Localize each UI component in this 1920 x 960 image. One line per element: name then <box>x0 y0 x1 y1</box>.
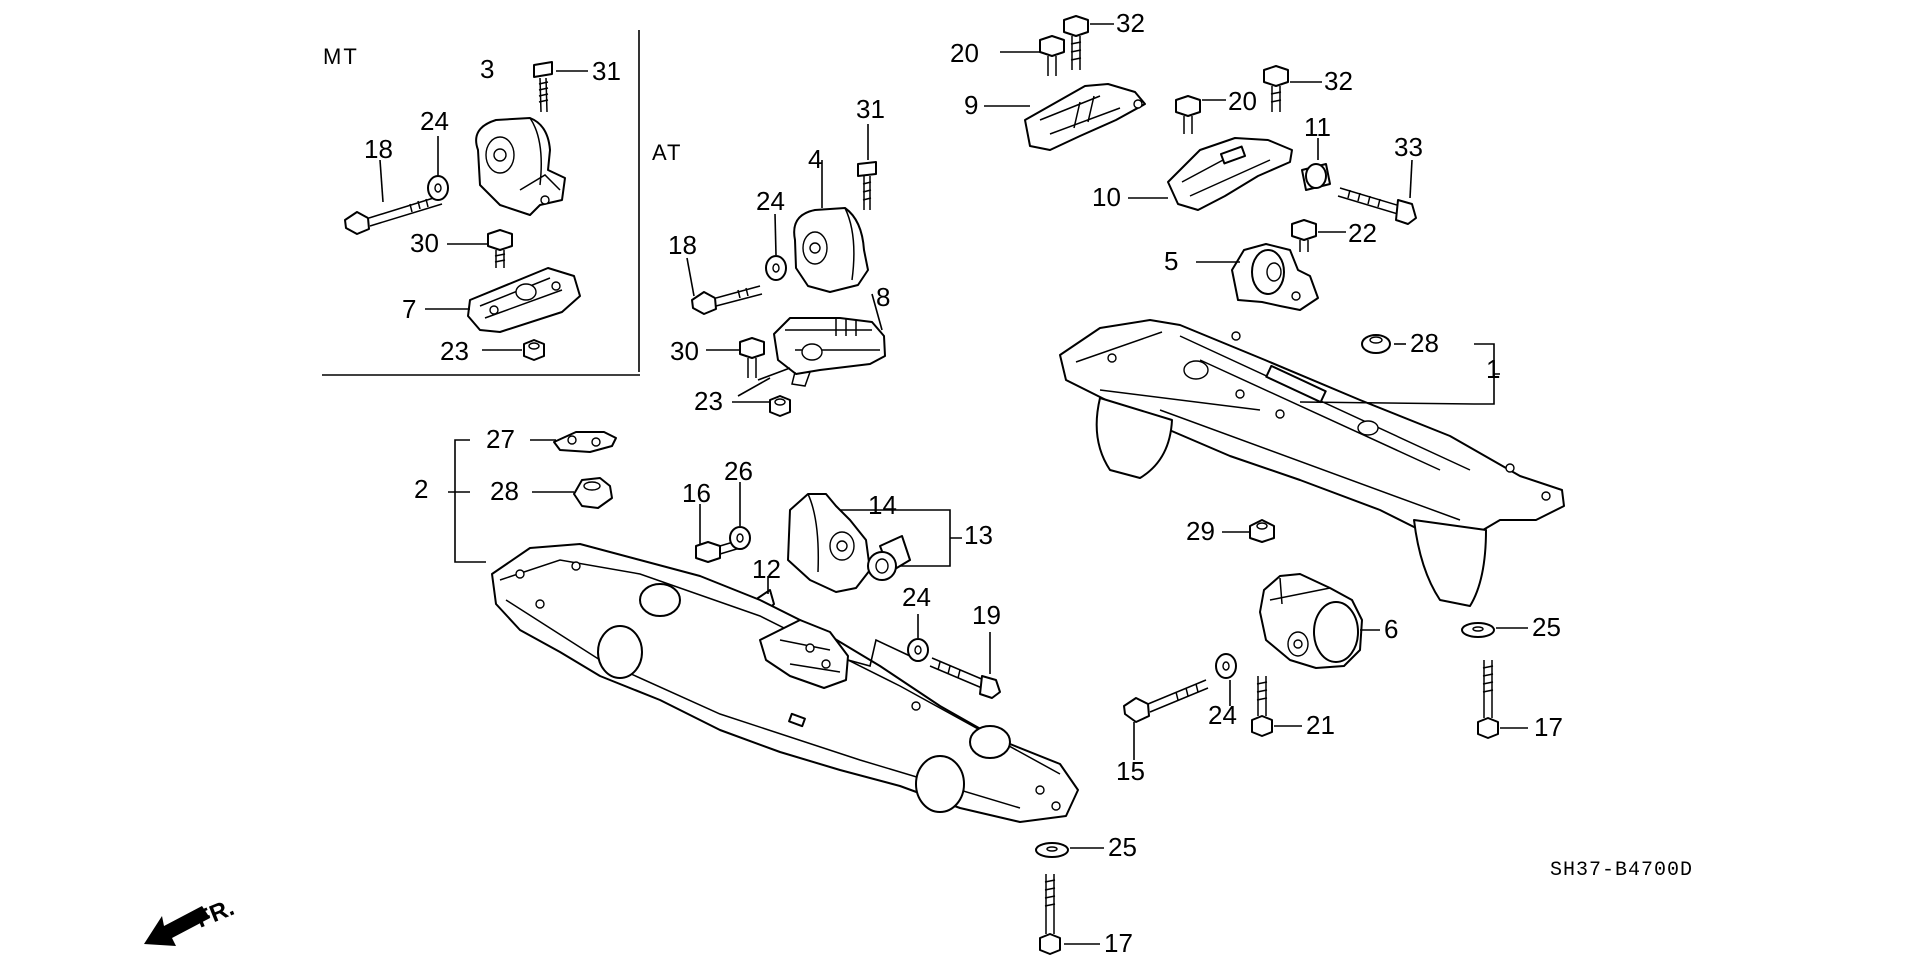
callout-11: 11 <box>1304 112 1331 142</box>
callout-26: 26 <box>724 456 753 486</box>
callout-27: 27 <box>486 424 515 454</box>
part-15-bolt <box>1123 679 1209 760</box>
callout-15: 15 <box>1116 756 1145 786</box>
part-23-nut-mt <box>482 339 545 361</box>
callout-32-mid: 32 <box>1324 66 1353 96</box>
callout-20-mid: 20 <box>1228 86 1257 116</box>
callout-18-at: 18 <box>668 230 697 260</box>
callout-4: 4 <box>808 144 822 174</box>
callout-23-at: 23 <box>694 386 723 416</box>
part-19-bolt <box>929 632 1001 699</box>
callout-2: 2 <box>414 474 428 504</box>
part-18-bolt-mt <box>344 159 443 235</box>
callout-7: 7 <box>402 294 416 324</box>
part-26-washer <box>729 482 751 550</box>
callout-23-mt: 23 <box>440 336 469 366</box>
front-direction-arrow: FR. <box>144 894 238 946</box>
part-18-bolt-at <box>686 257 763 315</box>
part-32-bolt-upper <box>1063 15 1114 70</box>
callout-30-at: 30 <box>670 336 699 366</box>
part-33-bolt <box>1337 159 1417 225</box>
callout-17-right: 17 <box>1534 712 1563 742</box>
callout-8: 8 <box>876 282 890 312</box>
part-14-mount <box>787 493 962 593</box>
part-20-bolt-mid <box>1175 95 1226 134</box>
callout-18-mt: 18 <box>364 134 393 164</box>
callout-6: 6 <box>1384 614 1398 644</box>
part-31-bolt-mt <box>533 61 588 113</box>
callout-21: 21 <box>1306 710 1335 740</box>
part-13-cap <box>867 535 911 581</box>
diagram-code: SH37-B4700D <box>1550 859 1693 882</box>
part-27-plate <box>530 431 617 453</box>
part-11-collar <box>1301 138 1331 191</box>
part-16-bolt <box>695 504 741 563</box>
callout-28-left: 28 <box>490 476 519 506</box>
callout-31-mt: 31 <box>592 56 621 86</box>
mt-section-frame <box>322 30 640 376</box>
callout-16: 16 <box>682 478 711 508</box>
part-32-bolt-mid <box>1263 65 1322 112</box>
part-25-washer-right <box>1461 622 1528 638</box>
callout-13: 13 <box>964 520 993 550</box>
callout-24-at: 24 <box>756 186 785 216</box>
callout-14: 14 <box>868 490 897 520</box>
part-24-washer-mid <box>907 614 929 662</box>
part-8-at-bracket <box>773 293 886 387</box>
part-24-washer-at <box>765 213 787 281</box>
part-1-rear-crossmember <box>1059 319 1565 607</box>
callout-28-right: 28 <box>1410 328 1439 358</box>
callout-12: 12 <box>752 554 781 584</box>
part-24-washer-mt <box>427 136 449 201</box>
callout-24-mt: 24 <box>420 106 449 136</box>
callout-33: 33 <box>1394 132 1423 162</box>
callout-25-right: 25 <box>1532 612 1561 642</box>
callout-24-mid: 24 <box>902 582 931 612</box>
callout-17-bottom: 17 <box>1104 928 1133 958</box>
part-9-bracket <box>984 83 1146 151</box>
callout-5: 5 <box>1164 246 1178 276</box>
part-2-front-crossmember <box>448 439 1079 823</box>
callout-1: 1 <box>1486 354 1500 384</box>
callout-31-at: 31 <box>856 94 885 124</box>
part-21-bolt <box>1251 676 1302 737</box>
part-17-bolt-right <box>1477 660 1528 739</box>
callout-20-upper: 20 <box>950 38 979 68</box>
part-28-cushion-right <box>1361 334 1406 354</box>
callout-10: 10 <box>1092 182 1121 212</box>
part-22-bolt <box>1291 219 1346 252</box>
part-29-nut <box>1222 519 1275 543</box>
callout-24-low: 24 <box>1208 700 1237 730</box>
part-25-washer-bottom <box>1035 842 1104 858</box>
part-23-nut-at <box>732 377 791 417</box>
part-28-cushion-left <box>532 477 613 509</box>
part-4-at-mount <box>793 160 869 293</box>
part-6-mount <box>1259 573 1380 669</box>
part-3-mt-mount <box>475 117 566 216</box>
callout-3: 3 <box>480 54 494 84</box>
part-7-mt-bracket <box>425 267 581 333</box>
part-31-bolt-at <box>857 124 877 210</box>
part-20-bolt-upper <box>1000 35 1065 76</box>
callout-32-upper: 32 <box>1116 8 1145 38</box>
front-label: FR. <box>192 894 238 934</box>
mt-section-label: MT <box>323 44 359 69</box>
callout-30-mt: 30 <box>410 228 439 258</box>
callout-labels: 1 2 3 4 5 6 7 8 9 10 11 12 13 14 15 16 1… <box>364 8 1563 958</box>
part-30-bolt-mt <box>447 229 513 268</box>
part-10-bracket <box>1128 137 1293 211</box>
part-30-bolt-at <box>706 337 791 381</box>
callout-22: 22 <box>1348 218 1377 248</box>
callout-25-bottom: 25 <box>1108 832 1137 862</box>
callout-29: 29 <box>1186 516 1215 546</box>
part-24-washer-low <box>1215 653 1237 706</box>
part-5-mount <box>1196 243 1319 311</box>
at-section-label: AT <box>652 140 682 165</box>
part-17-bolt-bottom <box>1039 874 1100 955</box>
callout-9: 9 <box>964 90 978 120</box>
callout-19: 19 <box>972 600 1001 630</box>
